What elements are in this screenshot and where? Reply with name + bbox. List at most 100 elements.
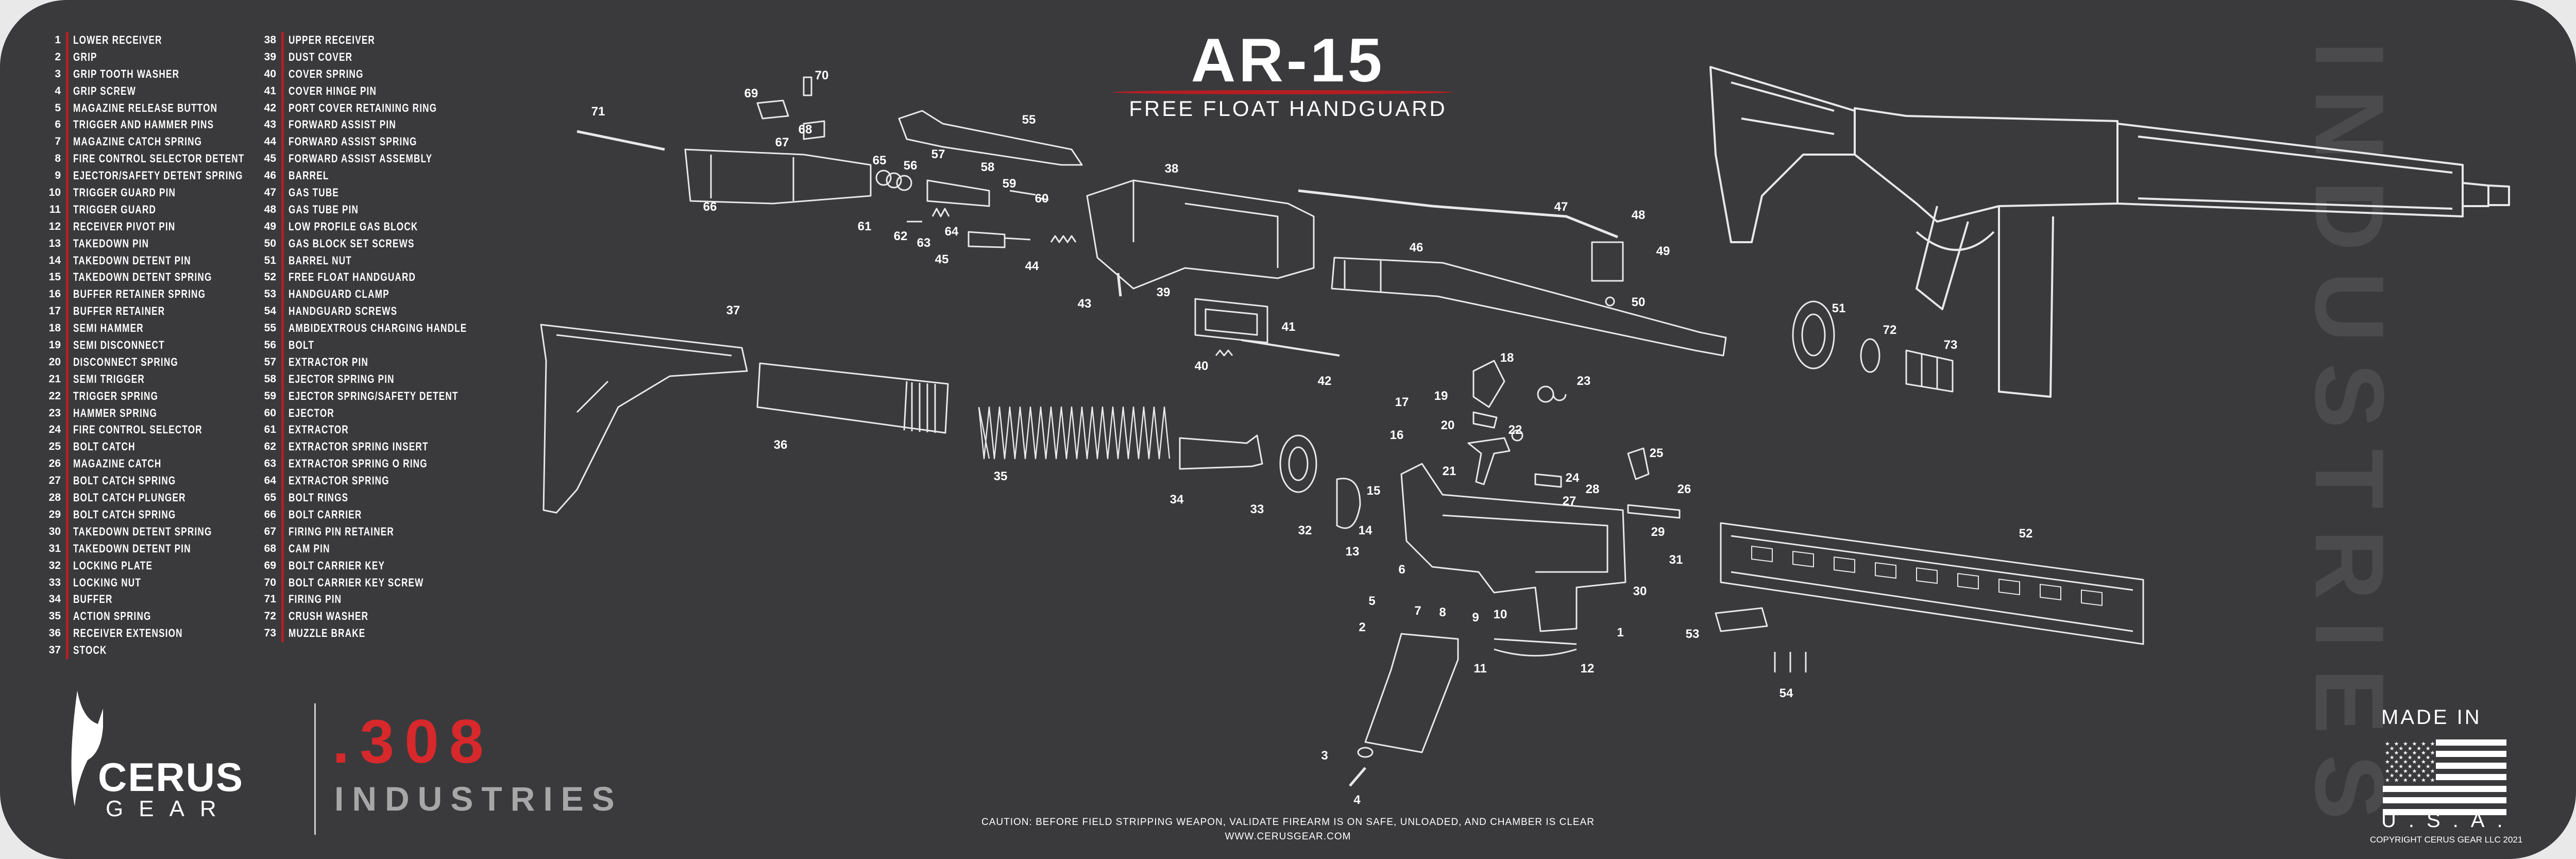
part-number: 27 — [48, 475, 61, 487]
part-number: 4 — [55, 85, 61, 97]
star-icon: ★ — [2426, 754, 2431, 761]
part-number: 70 — [264, 576, 276, 588]
red-separator — [66, 252, 69, 270]
red-separator — [281, 506, 284, 524]
hammer — [1472, 360, 1505, 408]
callout-label: 28 — [1586, 482, 1600, 496]
gear-wordmark: GEAR — [106, 796, 232, 821]
part-number: 8 — [55, 153, 61, 165]
stock — [540, 324, 748, 514]
red-separator — [281, 370, 284, 388]
callout-label: 61 — [858, 220, 872, 233]
red-separator — [66, 405, 69, 422]
callout-label: 7 — [1414, 604, 1421, 618]
part-name: FORWARD ASSIST PIN — [289, 118, 396, 131]
gas-block — [1591, 241, 1624, 282]
part-name: TAKEDOWN DETENT SPRING — [73, 271, 212, 284]
buffer — [1179, 434, 1263, 470]
part-number: 44 — [264, 136, 276, 148]
part-name: GRIP TOOTH WASHER — [73, 67, 180, 80]
part-name: EJECTOR/SAFETY DETENT SPRING — [73, 169, 243, 182]
part-number: 43 — [264, 119, 276, 131]
part-name: RECEIVER PIVOT PIN — [73, 220, 176, 233]
red-separator — [281, 303, 284, 321]
callout-label: 23 — [1577, 374, 1591, 388]
caution-text: CAUTION: BEFORE FIELD STRIPPING WEAPON, … — [981, 817, 1595, 828]
red-separator — [66, 286, 69, 304]
cover-hinge-pin — [1241, 339, 1340, 357]
part-name: BARREL — [289, 169, 329, 182]
callout-label: 38 — [1165, 162, 1179, 176]
part-number: 23 — [48, 407, 61, 419]
part-name: EXTRACTOR PIN — [289, 355, 369, 368]
part-name: MUZZLE BRAKE — [289, 627, 366, 640]
part-number: 18 — [48, 322, 61, 334]
callout-label: 60 — [1035, 192, 1049, 206]
part-number: 40 — [264, 68, 276, 80]
part-number: 9 — [55, 170, 61, 182]
callout-label: 26 — [1677, 482, 1691, 496]
part-name: EJECTOR — [289, 406, 334, 419]
callout-label: 73 — [1944, 338, 1958, 352]
callout-label: 64 — [945, 225, 959, 239]
usa-label: U.S.A. — [2381, 809, 2515, 832]
part-number: 7 — [55, 136, 61, 148]
part-number: 10 — [48, 187, 61, 199]
red-separator — [281, 116, 284, 134]
star-icon: ★ — [2403, 759, 2408, 765]
callout-label: 39 — [1157, 285, 1171, 299]
star-icon: ★ — [2408, 764, 2413, 770]
part-name: BOLT — [289, 339, 315, 352]
part-name: MAGAZINE CATCH — [73, 457, 162, 470]
callout-label: 1 — [1617, 626, 1623, 639]
part-name: PORT COVER RETAINING RING — [289, 101, 437, 114]
star-icon: ★ — [2403, 777, 2408, 783]
red-separator — [281, 388, 284, 405]
star-icon: ★ — [2403, 750, 2408, 756]
red-separator — [281, 65, 284, 83]
star-icon: ★ — [2430, 759, 2435, 765]
bolt-carrier-key — [756, 76, 812, 120]
crush-washer — [1860, 338, 1880, 373]
callout-label: 17 — [1395, 395, 1409, 409]
part-number: 33 — [48, 576, 61, 588]
part-number: 52 — [264, 271, 276, 283]
star-icon: ★ — [2403, 741, 2408, 747]
callout-label: 2 — [1359, 620, 1365, 634]
part-name: TAKEDOWN DETENT SPRING — [73, 525, 212, 538]
red-separator — [281, 591, 284, 609]
red-separator — [281, 252, 284, 270]
grip-washer — [1357, 747, 1374, 758]
part-name: LOWER RECEIVER — [73, 33, 162, 46]
handguard — [1720, 522, 2144, 645]
part-number: 71 — [264, 593, 276, 605]
star-icon: ★ — [2421, 759, 2426, 765]
star-icon: ★ — [2412, 759, 2417, 765]
callout-label: 6 — [1398, 563, 1405, 577]
website-link[interactable]: WWW.CERUSGEAR.COM — [1225, 831, 1351, 842]
star-icon: ★ — [2394, 759, 2399, 765]
hammer-spring — [1537, 385, 1567, 403]
part-name: BOLT RINGS — [289, 491, 349, 504]
callout-label: 51 — [1832, 301, 1846, 315]
star-icon: ★ — [2389, 764, 2395, 770]
cerus-wordmark: CERUS — [98, 754, 244, 800]
star-icon: ★ — [2398, 746, 2403, 752]
red-separator — [281, 82, 284, 100]
part-name: STOCK — [73, 644, 107, 657]
part-name: EXTRACTOR SPRING — [289, 474, 389, 487]
red-separator — [281, 133, 284, 151]
